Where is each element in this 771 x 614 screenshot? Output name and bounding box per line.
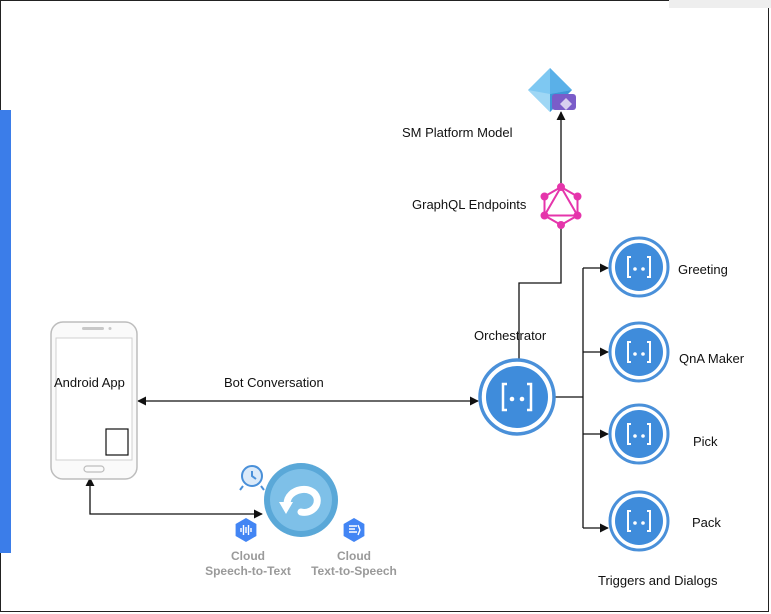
cloud-text-to-speech-label: Cloud Text-to-Speech — [304, 549, 404, 579]
cloud-stt-line1: Cloud — [231, 549, 265, 563]
android-to-speech-line — [85, 477, 263, 519]
orchestrator-bot-icon — [478, 358, 556, 436]
dialogflow-icon — [264, 463, 338, 537]
pick-label: Pick — [693, 434, 718, 449]
left-accent-bar — [0, 110, 11, 553]
text-to-speech-icon — [343, 518, 365, 542]
timer-icon — [239, 465, 265, 491]
orchestrator-label: Orchestrator — [474, 328, 547, 343]
sm-platform-model-label: SM Platform Model — [402, 125, 513, 140]
top-right-tab — [669, 0, 771, 8]
cloud-stt-line2: Speech-to-Text — [205, 564, 291, 578]
graphql-endpoints-label: GraphQL Endpoints — [412, 197, 527, 212]
bot-conversation-label: Bot Conversation — [224, 375, 324, 390]
qna-bot-icon — [608, 321, 670, 383]
android-app-label: Android App — [54, 375, 125, 390]
pick-bot-icon — [608, 403, 670, 465]
pack-bot-icon — [608, 490, 670, 552]
phone-white-box — [105, 428, 129, 456]
azure-model-icon — [528, 68, 576, 112]
speech-to-text-icon — [235, 518, 257, 542]
qna-maker-label: QnA Maker — [679, 351, 745, 366]
greeting-bot-icon — [608, 236, 670, 298]
pack-label: Pack — [692, 515, 721, 530]
triggers-and-dialogs-label: Triggers and Dialogs — [598, 573, 718, 588]
orchestrator-to-graphql-line — [518, 228, 562, 372]
cloud-speech-to-text-label: Cloud Speech-to-Text — [198, 549, 298, 579]
cloud-tts-line2: Text-to-Speech — [311, 564, 397, 578]
cloud-tts-line1: Cloud — [337, 549, 371, 563]
graphql-icon — [540, 183, 582, 229]
greeting-label: Greeting — [678, 262, 728, 277]
